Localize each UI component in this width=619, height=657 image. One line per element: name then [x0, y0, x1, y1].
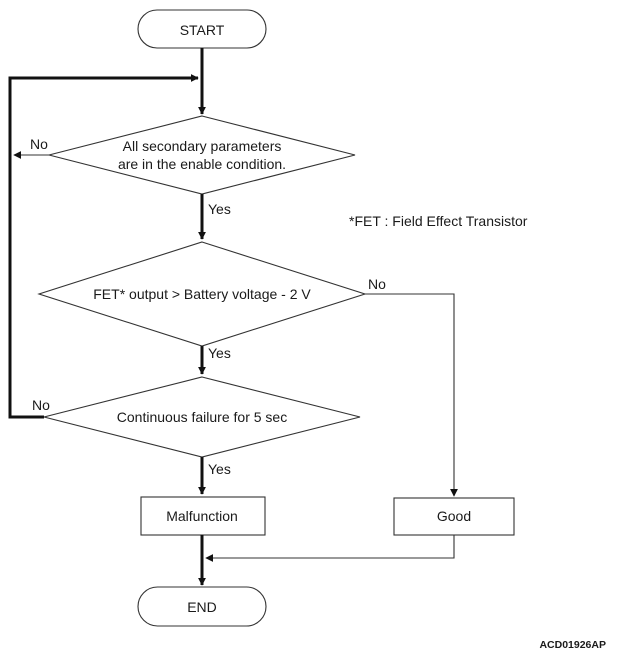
end-terminal [137, 586, 267, 627]
enable-yes-label: Yes [208, 201, 231, 217]
decision-continuous-text: Continuous failure for 5 sec [117, 409, 287, 425]
end-label: END [187, 599, 217, 615]
enable-no-label: No [30, 136, 48, 152]
connector-good-to-end [205, 535, 455, 562]
footnote: *FET : Field Effect Transistor [349, 213, 528, 229]
malfunction-label: Malfunction [166, 508, 238, 524]
decision-enable-condition [48, 115, 356, 195]
decision-enable-text-line1: All secondary parameters [123, 138, 282, 154]
figure-code: ACD01926AP [539, 639, 606, 651]
malfunction-box [140, 496, 266, 536]
start-label: START [180, 22, 225, 38]
connector-continuous-no-loop [8, 74, 199, 419]
continuous-no-label: No [32, 397, 50, 413]
decision-enable-text-line2: are in the enable condition. [118, 156, 286, 172]
connector-fet-no [365, 293, 458, 497]
fet-no-label: No [368, 276, 386, 292]
decision-fet-text: FET* output > Battery voltage - 2 V [93, 286, 311, 302]
fet-yes-label: Yes [208, 345, 231, 361]
continuous-yes-label: Yes [208, 461, 231, 477]
good-label: Good [437, 508, 471, 524]
